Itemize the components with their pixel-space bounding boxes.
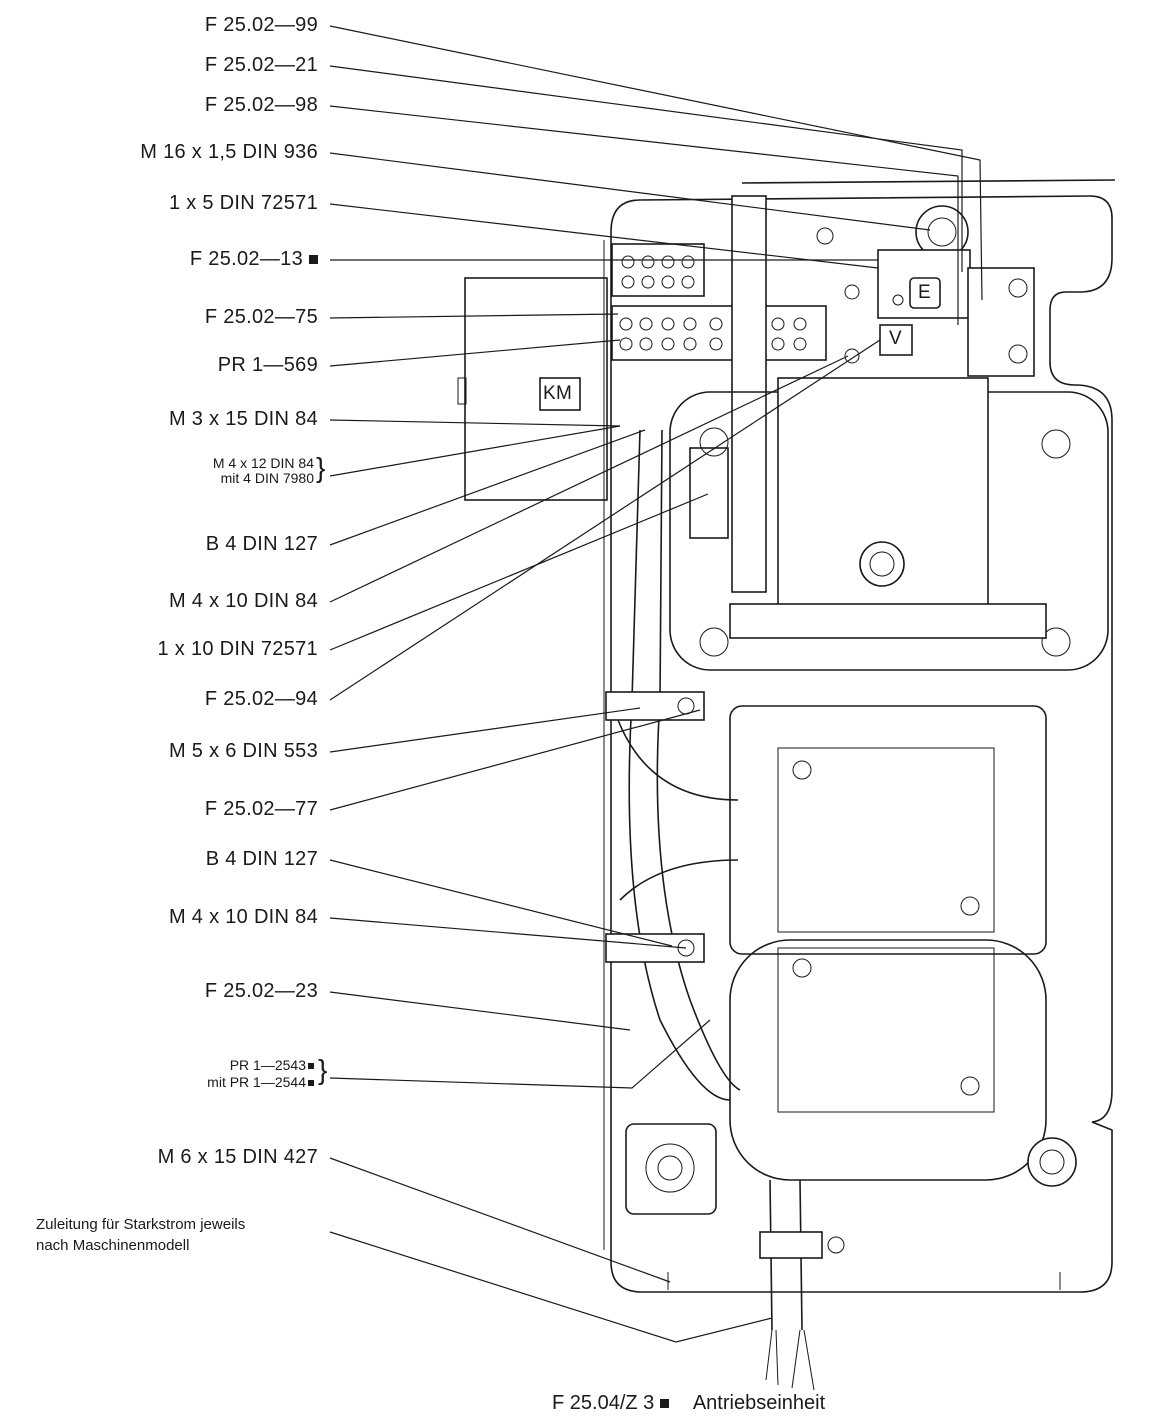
note-power-feed-line2: nach Maschinenmodell — [36, 1237, 190, 1254]
label-b4-b: B 4 DIN 127 — [205, 848, 318, 870]
bottom-right-gland — [1027, 1137, 1077, 1187]
label-m4x10-a: M 4 x 10 DIN 84 — [168, 590, 318, 612]
conduit-branch-1 — [617, 719, 739, 801]
label-pr569: PR 1—569 — [217, 354, 318, 376]
label-f25-02-94: F 25.02—94 — [204, 688, 318, 710]
label-m3x15: M 3 x 15 DIN 84 — [168, 408, 318, 430]
feet — [667, 1272, 1061, 1290]
terminal-block-lower — [611, 305, 827, 361]
label-f25-02-23: F 25.02—23 — [204, 980, 318, 1002]
bottom-clamp — [759, 1231, 823, 1259]
brace-m4x12: } — [316, 452, 326, 483]
label-f25-02-99: F 25.02—99 — [204, 14, 318, 36]
transformer-upper-cover — [777, 747, 995, 933]
label-pr2543-line2: mit PR 1—2544 — [207, 1075, 314, 1089]
caption-title: Antriebseinheit — [692, 1392, 826, 1414]
caption-code: F 25.04/Z 3 — [552, 1392, 655, 1414]
label-f25-02-98: F 25.02—98 — [204, 94, 318, 116]
figure-caption: F 25.04/Z 3 Antriebseinheit — [552, 1392, 825, 1415]
transformer-lower — [729, 939, 1047, 1181]
label-f25-02-13-text: F 25.02—13 — [189, 248, 303, 270]
e-label-box — [909, 277, 941, 309]
brace-pr2543: } — [318, 1054, 328, 1085]
clamp-lower — [605, 933, 705, 963]
label-pr2543-line1: PR 1—2543 — [230, 1058, 314, 1072]
label-f25-02-13: F 25.02—13 — [190, 248, 318, 271]
label-m4x12-line1: M 4 x 12 DIN 84 — [212, 455, 314, 471]
label-f25-02-77: F 25.02—77 — [204, 798, 318, 820]
label-f25-02-21: F 25.02—21 — [204, 54, 318, 76]
motor-core — [777, 377, 989, 615]
conduit-branch-2 — [619, 859, 739, 901]
label-m4x10-b: M 4 x 10 DIN 84 — [168, 906, 318, 928]
v-label: V — [889, 328, 902, 349]
label-f25-02-75: F 25.02—75 — [204, 306, 318, 328]
marker-square-icon — [308, 1063, 314, 1069]
marker-square-icon — [308, 1080, 314, 1086]
label-1x5: 1 x 5 DIN 72571 — [168, 192, 318, 214]
transformer-upper — [729, 705, 1047, 955]
top-plate-edge — [741, 179, 1116, 184]
leader-lines — [329, 25, 983, 1343]
marker-square-icon — [660, 1399, 670, 1408]
label-m6x15: M 6 x 15 DIN 427 — [157, 1146, 318, 1168]
wire-ends — [765, 1329, 815, 1391]
bottom-left-gland — [625, 1123, 717, 1215]
label-m4x12-line2: mit 4 DIN 7980 — [220, 470, 314, 486]
marker-square-icon — [309, 255, 318, 264]
terminal-screws-lower — [619, 317, 807, 351]
label-m16: M 16 x 1,5 DIN 936 — [140, 141, 318, 163]
mounting-bar — [729, 603, 1047, 639]
km-label: KM — [543, 383, 573, 404]
label-pr2544-text: mit PR 1—2544 — [207, 1074, 306, 1090]
clamp-upper — [605, 691, 705, 721]
label-pr2543-text: PR 1—2543 — [229, 1057, 306, 1073]
switch-bracket — [967, 267, 1035, 377]
vertical-rail — [731, 195, 767, 593]
housing-outline — [610, 195, 1113, 1293]
km-box-tab — [457, 377, 467, 405]
km-label-box — [539, 377, 581, 411]
terminal-screws-upper — [621, 255, 695, 289]
e-label: E — [918, 282, 931, 303]
conduit-left — [628, 429, 731, 1101]
label-m5x6: M 5 x 6 DIN 553 — [168, 740, 318, 762]
label-b4-a: B 4 DIN 127 — [205, 533, 318, 555]
note-power-feed: Zuleitung für Starkstrom jeweils nach Ma… — [36, 1214, 245, 1256]
label-1x10: 1 x 10 DIN 72571 — [157, 638, 318, 660]
terminal-block-upper — [611, 243, 705, 297]
km-box — [464, 277, 608, 501]
motor-side-clamp — [689, 447, 729, 539]
motor-center-screw — [859, 541, 905, 587]
note-power-feed-line1: Zuleitung für Starkstrom jeweils — [36, 1216, 246, 1233]
transformer-lower-cover — [777, 947, 995, 1113]
